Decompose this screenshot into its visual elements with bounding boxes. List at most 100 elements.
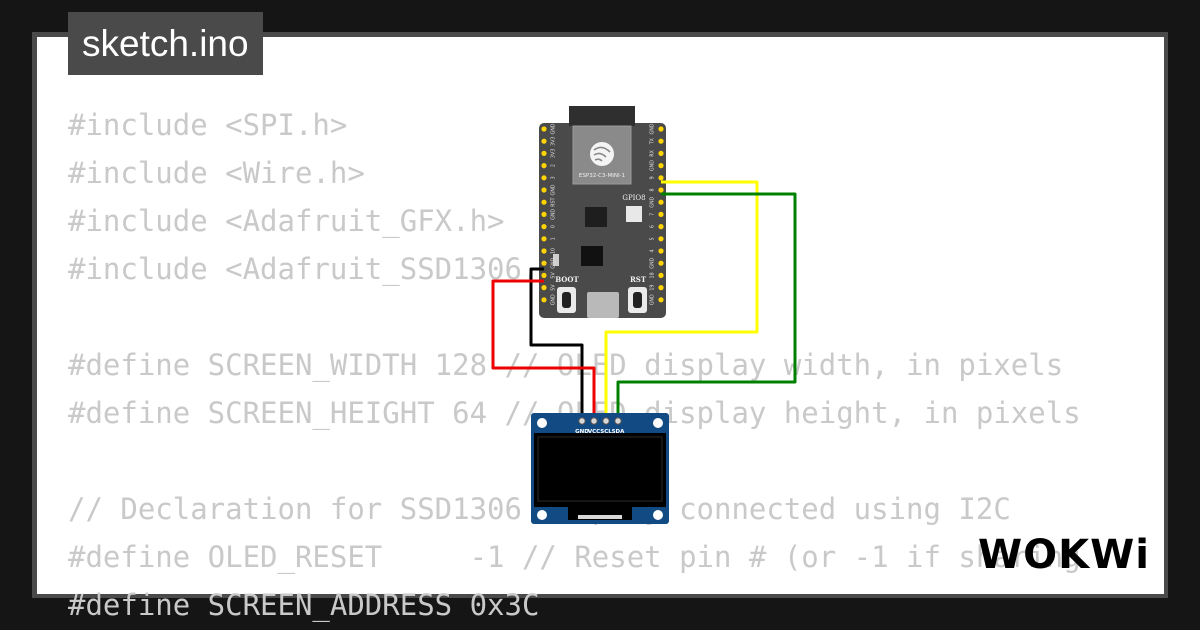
right-pin[interactable]	[658, 199, 664, 205]
left-pin[interactable]	[541, 272, 547, 278]
right-pin-label: 5	[650, 237, 656, 240]
right-pin[interactable]	[658, 138, 664, 144]
left-pin[interactable]	[541, 126, 547, 132]
right-pin[interactable]	[658, 175, 664, 181]
code-line: #include <Adafruit_SSD1306.h>	[68, 252, 575, 286]
code-line: #include <SPI.h>	[68, 108, 348, 142]
code-line: #include <Wire.h>	[68, 156, 365, 190]
code-line: #include <Adafruit_GFX.h>	[68, 204, 505, 238]
oled-pin[interactable]	[602, 417, 610, 425]
right-pin[interactable]	[658, 163, 664, 169]
oled-pin[interactable]	[614, 417, 622, 425]
left-pin[interactable]	[541, 150, 547, 156]
left-pin-label: GND	[551, 123, 557, 134]
left-pin-label: 3V3	[551, 137, 557, 146]
boot-button[interactable]	[557, 287, 576, 313]
usb-chip	[581, 246, 603, 266]
right-pin[interactable]	[658, 211, 664, 217]
left-pin[interactable]	[541, 199, 547, 205]
right-pin[interactable]	[658, 285, 664, 291]
regulator-chip	[585, 207, 607, 227]
mount-hole-br	[653, 510, 663, 520]
left-pin-label: 5V	[551, 284, 557, 291]
wire-gnd[interactable]	[529, 267, 584, 420]
gpio-label: GPIO8	[622, 194, 645, 202]
right-pin[interactable]	[658, 297, 664, 303]
wokwi-logo: WOKWi	[978, 532, 1150, 578]
oled-screen	[537, 436, 663, 502]
right-pin-label: 18	[650, 272, 656, 278]
wokwi-logo-text: WOKWi	[978, 532, 1150, 578]
mount-hole-bl	[537, 510, 547, 520]
left-pin[interactable]	[541, 260, 547, 266]
right-pin-label: GND	[650, 123, 656, 134]
right-pin[interactable]	[658, 126, 664, 132]
left-pin-label: RST	[551, 197, 557, 206]
oled-pin-label: GND	[575, 429, 589, 435]
left-pin[interactable]	[541, 236, 547, 242]
right-pin[interactable]	[658, 187, 664, 193]
left-pin[interactable]	[541, 211, 547, 217]
left-pin-label: 3V3	[551, 149, 557, 158]
left-pin[interactable]	[541, 187, 547, 193]
oled-pin-label: SCL	[600, 429, 612, 435]
code-block: #include <SPI.h> #include <Wire.h> #includ…	[68, 101, 1138, 629]
code-line: #define OLED_RESET -1 // Reset pin # (or…	[68, 540, 1081, 574]
wire-vcc[interactable]	[491, 279, 596, 420]
oled-pin-label: VCC	[588, 429, 600, 435]
right-pin[interactable]	[658, 260, 664, 266]
code-line: #define SCREEN_ADDRESS 0x3C	[68, 588, 540, 622]
left-pin[interactable]	[541, 285, 547, 291]
power-led	[553, 254, 559, 266]
right-pin[interactable]	[658, 236, 664, 242]
left-pin-label: GND	[551, 184, 557, 195]
left-pin[interactable]	[541, 175, 547, 181]
left-pin-label: 0	[551, 225, 557, 228]
right-pin-label: 6	[650, 225, 656, 228]
mount-hole-tr	[653, 418, 663, 428]
left-pin[interactable]	[541, 297, 547, 303]
right-pin-label: RX	[650, 149, 656, 156]
esp32-c3-board[interactable]: ESP32-C3-MINI-1 GPIO8 BOOT RST GND3V33V3…	[539, 106, 666, 318]
left-pin[interactable]	[541, 138, 547, 144]
right-pin-label: GND	[650, 294, 656, 305]
left-pin[interactable]	[541, 224, 547, 230]
left-pin-label: 10	[551, 248, 557, 254]
usb-connector[interactable]	[587, 292, 619, 318]
left-pin-label: 3	[551, 176, 557, 179]
left-pin[interactable]	[541, 163, 547, 169]
left-pin[interactable]	[541, 248, 547, 254]
oled-pin[interactable]	[590, 417, 598, 425]
rst-button[interactable]	[628, 287, 647, 313]
right-pin-label: GND	[650, 160, 656, 171]
right-pin[interactable]	[658, 150, 664, 156]
right-pin-label: GND	[650, 257, 656, 268]
right-pin-label: 7	[650, 213, 656, 216]
rgb-led	[626, 206, 642, 222]
left-pin-label: 5V	[551, 272, 557, 279]
right-pin-label: GND	[650, 196, 656, 207]
left-pin-label: 1	[551, 237, 557, 240]
left-pin-label: GND	[551, 257, 557, 268]
wire-sda[interactable]	[616, 192, 797, 420]
boot-label: BOOT	[555, 275, 579, 284]
oled-pin[interactable]	[578, 417, 586, 425]
oled-pin-label: SDA	[612, 429, 626, 435]
ribbon-strip	[578, 515, 622, 519]
left-pin-label: GND	[551, 294, 557, 305]
right-pin-label: 4	[650, 249, 656, 252]
file-title: sketch.ino	[68, 12, 263, 75]
right-pin[interactable]	[658, 224, 664, 230]
left-pin-label: GND	[551, 209, 557, 220]
wire-scl[interactable]	[604, 180, 759, 420]
rst-label: RST	[630, 275, 647, 284]
left-pin-label: 2	[551, 164, 557, 167]
right-pin[interactable]	[658, 248, 664, 254]
code-line: #define SCREEN_WIDTH 128 // OLED display…	[68, 348, 1064, 382]
right-pin[interactable]	[658, 272, 664, 278]
